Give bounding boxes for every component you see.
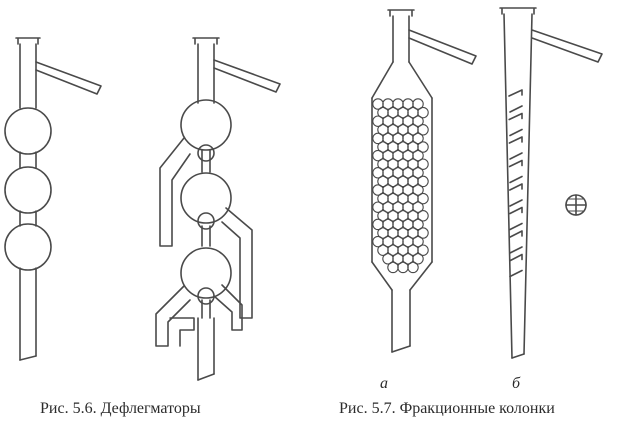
packing-bead [412,201,424,213]
packing-bead [412,253,424,265]
packing-bead [417,244,429,256]
packing-bead [412,149,424,162]
vigreux-indentation [508,159,523,184]
packing-bead [417,192,429,205]
packing-bead [417,106,429,119]
vigreux-indentation [509,253,523,278]
packing-bead [412,98,424,110]
packing-bead [407,261,419,274]
dephlegmator-bulbs [4,37,102,361]
vigreux-indentation [509,230,523,254]
packing-bead [412,218,424,231]
vigreux-indentation [509,183,523,207]
caption-fig-5-7: Рис. 5.7. Фракционные колонки [339,400,555,417]
vigreux-column [499,7,603,359]
packing-bead [412,132,424,145]
cross-section-icon [565,194,587,216]
packing-bead [412,115,424,127]
packing-bead [417,175,429,188]
packing-bead [417,141,429,153]
packing-bead [417,124,429,136]
vigreux-indentation [508,89,523,113]
vigreux-indentation [508,136,523,160]
packing-bead [417,210,429,222]
packing-bead [412,184,424,196]
column-label-a: а [380,375,388,392]
dephlegmator-return-tubes [155,37,281,381]
packing-bead [417,227,429,239]
packed-column [371,9,477,353]
packing-bead [417,158,429,170]
packing-bead [397,261,409,274]
packing-bead [387,261,399,274]
packing-bead [412,235,424,248]
vigreux-indentation [509,206,523,231]
caption-fig-5-6: Рис. 5.6. Дефлегматоры [40,400,201,417]
vigreux-indentation [508,112,523,137]
column-label-b: б [512,375,521,392]
packing-bead [412,167,424,179]
